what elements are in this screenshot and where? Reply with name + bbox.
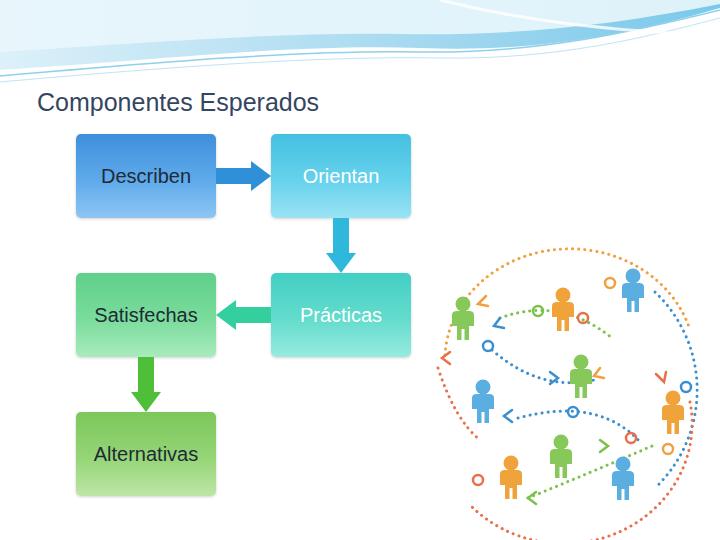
people [452,269,684,501]
person-icon [552,288,574,332]
chevron [478,296,488,306]
block-arrow [216,161,271,191]
person-icon [570,355,592,399]
box-label: Prácticas [300,304,382,327]
person-icon [472,380,494,424]
process-box: Prácticas [271,273,411,357]
person-icon [662,391,684,435]
ring-node [626,433,636,443]
process-box: Alternativas [76,412,216,496]
person-icon [550,435,572,479]
chevron [494,318,504,328]
chevron [656,372,666,382]
header-waves [0,0,720,82]
ring-node [483,341,493,351]
process-box: Describen [76,134,216,218]
slide-title: Componentes Esperados [37,88,319,117]
chevron [528,492,536,504]
dotted-arc [655,292,697,488]
person-icon [500,456,522,500]
ring-node [578,313,588,323]
header-line [440,0,720,36]
ring-node [681,382,691,392]
person-icon [622,269,644,313]
block-arrow [326,218,356,273]
ring-node [533,306,543,316]
chevron [550,372,558,384]
person-icon [612,457,634,501]
block-arrow [216,300,271,330]
box-label: Orientan [303,165,380,188]
box-label: Describen [101,165,191,188]
dotted-arc [518,411,642,444]
ring-node [473,475,483,485]
dotted-arc [528,446,652,498]
chevron [442,352,450,364]
process-box: Orientan [271,134,411,218]
chevron [600,440,608,452]
ring-node [605,278,615,288]
dotted-arc [445,249,690,355]
chevron [594,368,604,378]
dotted-arc [470,402,692,540]
box-label: Satisfechas [94,304,197,327]
header-wave [0,0,720,52]
person-icon [452,297,474,341]
process-box: Satisfechas [76,273,216,357]
block-arrow [131,357,161,412]
people-cycle [438,249,697,540]
ring-node [663,444,673,454]
ring-node [568,407,578,417]
chevron [504,410,512,422]
box-label: Alternativas [94,443,199,466]
